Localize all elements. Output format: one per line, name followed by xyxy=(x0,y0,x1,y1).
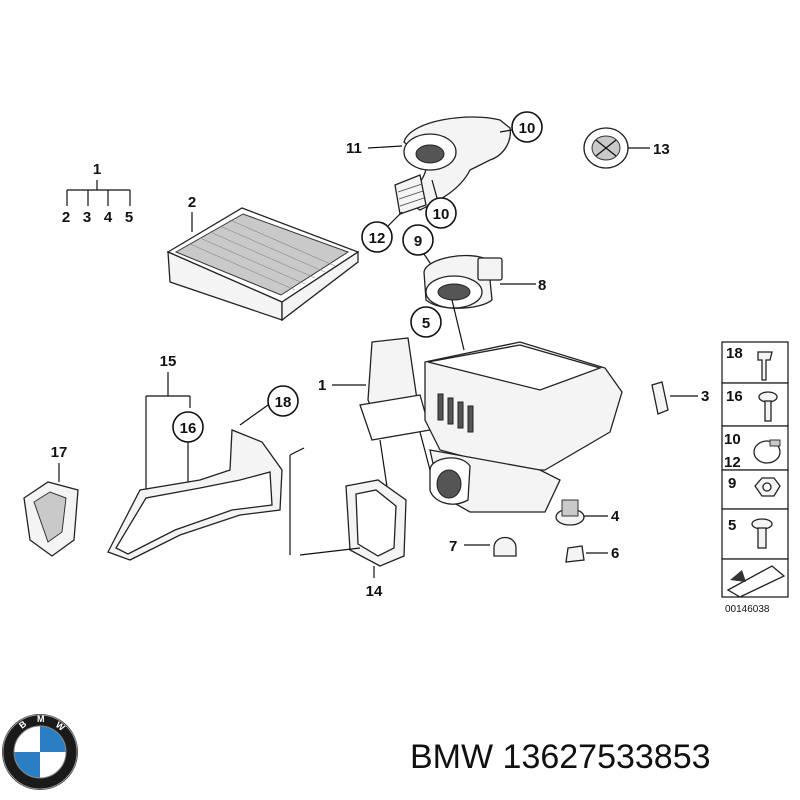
callout-9: 9 xyxy=(414,233,422,250)
panel-label-16: 16 xyxy=(726,388,743,405)
callout-tree-3: 3 xyxy=(83,209,91,226)
bmw-logo: B M W xyxy=(2,714,78,790)
air-filter-element: 2 xyxy=(166,194,360,322)
panel-row-16 xyxy=(721,382,789,427)
panel-label-18: 18 xyxy=(726,345,743,362)
callout-10a: 10 xyxy=(519,120,536,137)
callout-12-circle xyxy=(361,221,393,253)
panel-label-10: 10 xyxy=(724,431,741,448)
intake-funnel: 14 xyxy=(345,479,407,600)
callout-2: 2 xyxy=(188,194,196,211)
callout-6: 6 xyxy=(611,545,619,562)
svg-text:M: M xyxy=(37,714,45,724)
callout-15: 15 xyxy=(160,353,177,370)
callout-18: 18 xyxy=(275,394,292,411)
reference-code: 00146038 xyxy=(725,604,770,615)
callout-10-circle-a xyxy=(511,111,543,143)
mounts: 4 6 7 xyxy=(449,499,620,563)
callout-16: 16 xyxy=(180,420,197,437)
callout-5: 5 xyxy=(422,315,430,332)
air-duct-assembly: 15 16 18 xyxy=(107,353,361,561)
callout-5-circle xyxy=(410,306,442,338)
callout-10b: 10 xyxy=(433,206,450,223)
air-mass-meter: 9 8 5 xyxy=(402,224,546,351)
panel-label-9: 9 xyxy=(728,475,736,492)
callout-9-circle xyxy=(402,224,434,256)
callout-10-circle-b xyxy=(425,197,457,229)
svg-text:B: B xyxy=(17,718,29,730)
sealing-cap: 13 xyxy=(583,127,670,169)
air-filter-housing: 1 xyxy=(318,337,623,521)
callout-tree-5: 5 xyxy=(125,209,133,226)
callout-1-tree: 1 xyxy=(93,161,101,178)
panel-row-18 xyxy=(721,341,789,384)
callout-tree-2: 2 xyxy=(62,209,70,226)
intake-hose-assembly: 11 10 10 12 xyxy=(346,111,543,253)
clip: 3 xyxy=(651,381,709,415)
panel-label-12: 12 xyxy=(724,454,741,471)
small-parts-panel: 18 16 10 12 9 5 00146038 xyxy=(721,341,789,615)
callout-14: 14 xyxy=(366,583,383,600)
panel-label-5: 5 xyxy=(728,517,736,534)
callout-7: 7 xyxy=(449,538,457,555)
callout-4: 4 xyxy=(611,508,620,525)
callout-1: 1 xyxy=(318,377,326,394)
callout-tree-4: 4 xyxy=(104,209,113,226)
callout-3: 3 xyxy=(701,388,709,405)
callout-17: 17 xyxy=(51,444,68,461)
callout-tree-1: 1 2 3 4 5 xyxy=(62,161,133,226)
cover-17: 17 xyxy=(23,444,79,557)
part-number-caption: BMW 13627533853 xyxy=(410,738,711,776)
callout-8: 8 xyxy=(538,277,546,294)
callout-11: 11 xyxy=(346,140,362,157)
callout-18-circle xyxy=(267,385,299,417)
panel-row-5 xyxy=(721,508,789,560)
callout-12: 12 xyxy=(369,230,386,247)
callout-13: 13 xyxy=(653,141,670,158)
